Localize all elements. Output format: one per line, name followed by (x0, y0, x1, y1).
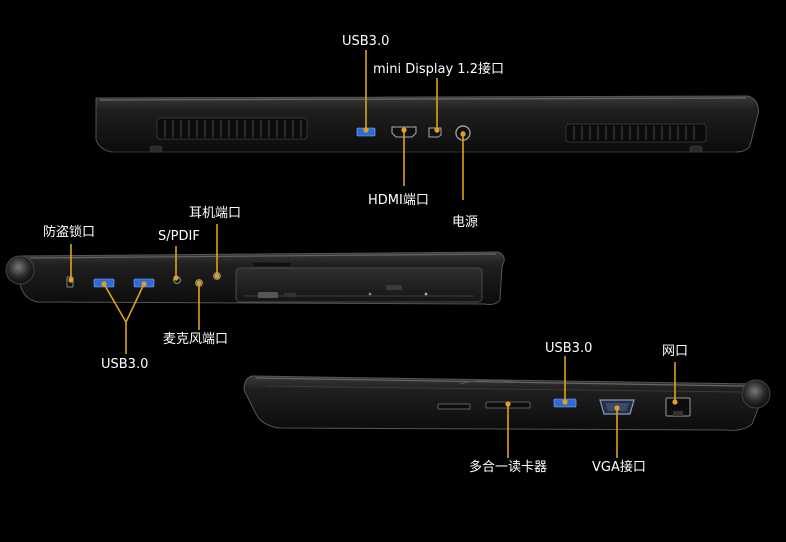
left-usb30-label: USB3.0 (101, 357, 149, 372)
ethernet-port-icon (665, 397, 691, 417)
right-hinge (741, 379, 771, 409)
right-lan-label: 网口 (662, 344, 689, 359)
right-side-view (243, 356, 771, 458)
left-lock-label: 防盗锁口 (43, 225, 96, 240)
card-reader-slot-icon (437, 403, 471, 410)
rear-power-label: 电源 (452, 215, 479, 230)
left-side-view (5, 224, 505, 354)
rear-view (95, 50, 759, 200)
left-headphone-label: 耳机端口 (189, 206, 242, 221)
left-hinge (5, 255, 35, 285)
right-vga-label: VGA接口 (592, 460, 646, 475)
right-vent (565, 123, 707, 143)
rear-hdmi-label: HDMI端口 (368, 193, 429, 208)
rear-usb30-label: USB3.0 (342, 34, 390, 49)
left-spdif-label: S/PDIF (158, 229, 200, 244)
right-usb30-label: USB3.0 (545, 341, 593, 356)
left-mic-label: 麦克风端口 (163, 332, 229, 347)
rear-mini-dp-label: mini Display 1.2接口 (373, 62, 504, 77)
right-card-reader-label: 多合一读卡器 (469, 460, 548, 475)
left-vent (156, 117, 308, 140)
optical-drive-icon (235, 267, 483, 303)
